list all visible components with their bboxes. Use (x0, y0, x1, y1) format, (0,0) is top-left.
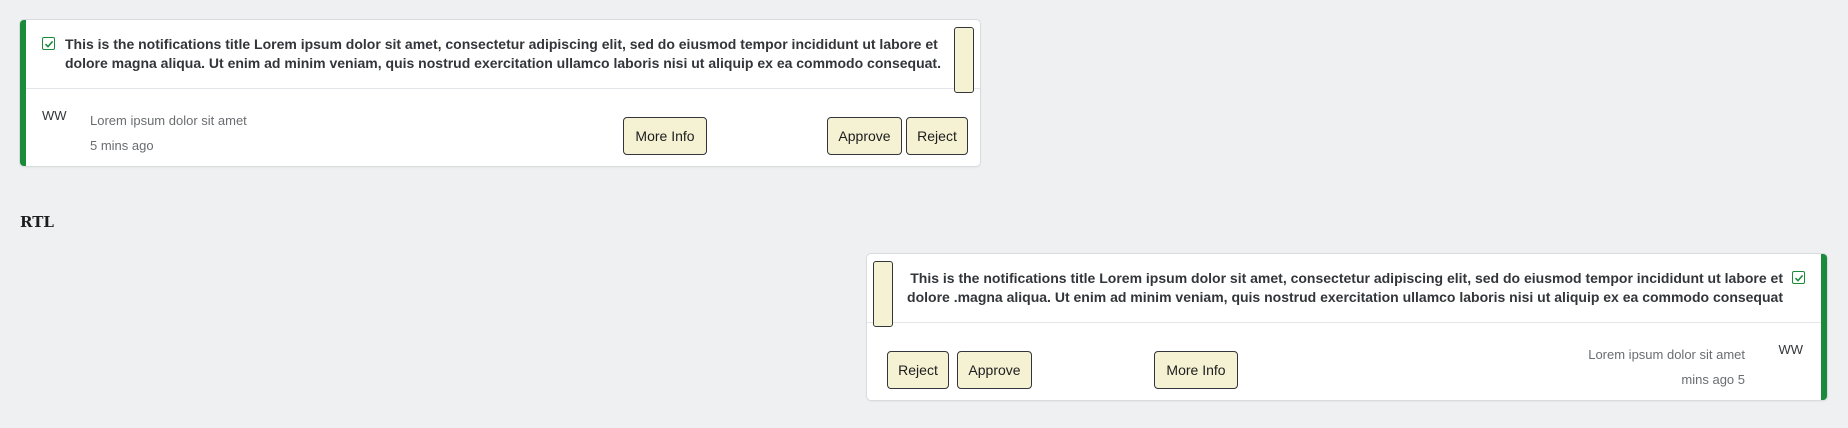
checkbox-check-icon (1792, 271, 1805, 284)
notification-header: This is the notifications title Lorem ip… (867, 254, 1821, 327)
notification-header: This is the notifications title Lorem ip… (26, 20, 980, 93)
avatar: WW (42, 108, 67, 123)
notification-card-rtl: This is the notifications title Lorem ip… (867, 254, 1827, 400)
overflow-button[interactable] (954, 27, 974, 93)
approve-button[interactable]: Approve (827, 117, 902, 155)
notification-title: This is the notifications title Lorem ip… (65, 36, 941, 71)
more-info-button[interactable]: More Info (623, 117, 707, 155)
overflow-button[interactable] (873, 261, 893, 327)
reject-button[interactable]: Reject (906, 117, 968, 155)
avatar: WW (1778, 342, 1803, 357)
more-info-button[interactable]: More Info (1154, 351, 1238, 389)
notification-card-ltr: This is the notifications title Lorem ip… (20, 20, 980, 166)
notification-description: Lorem ipsum dolor sit amet (90, 113, 247, 128)
section-label-rtl: RTL (20, 213, 54, 231)
reject-button[interactable]: Reject (887, 351, 949, 389)
approve-button[interactable]: Approve (957, 351, 1032, 389)
notification-meta: Lorem ipsum dolor sit amet 5 mins ago (90, 108, 247, 158)
notification-timestamp: mins ago 5 (1681, 372, 1745, 387)
notification-description: Lorem ipsum dolor sit amet (1588, 347, 1745, 362)
notification-title: This is the notifications title Lorem ip… (907, 270, 1783, 305)
notification-meta: Lorem ipsum dolor sit amet mins ago 5 (1588, 342, 1745, 392)
notification-timestamp: 5 mins ago (90, 138, 154, 153)
checkbox-check-icon (42, 37, 55, 50)
